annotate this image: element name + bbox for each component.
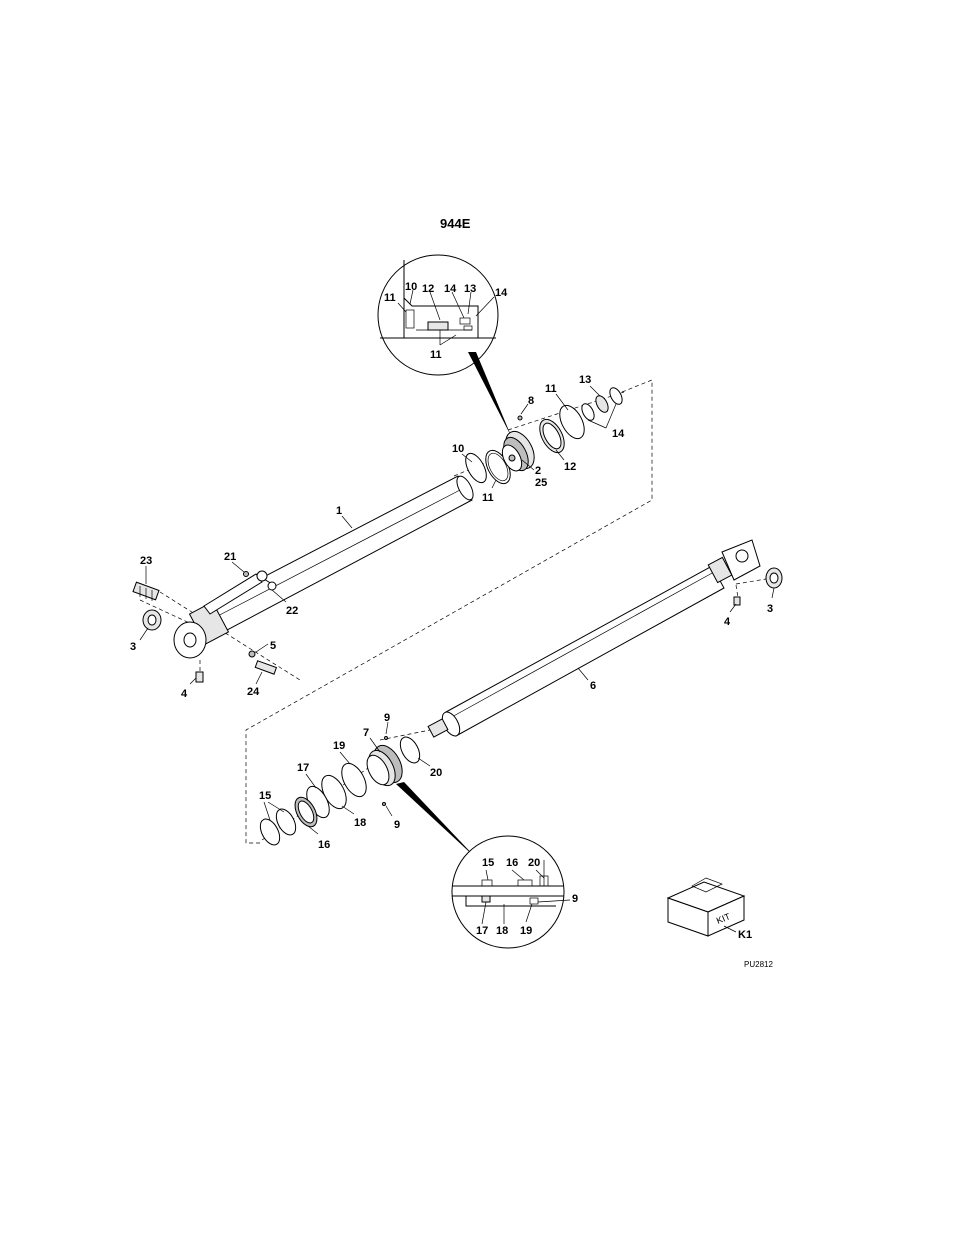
callout-14: 14 (612, 428, 625, 440)
detail-view-piston-seals: 11 10 12 14 13 14 11 (378, 255, 512, 438)
callout-4-right: 4 (724, 616, 731, 628)
callout-20: 20 (430, 767, 442, 779)
callout-detail-top-13: 13 (464, 283, 476, 295)
callout-11-lower: 11 (482, 492, 494, 504)
callout-9-bottom: 9 (394, 819, 400, 831)
callout-detail-bottom-19: 19 (520, 925, 532, 937)
piston-rod (428, 540, 760, 739)
callout-3-left: 3 (130, 641, 136, 653)
callout-9-top: 9 (384, 712, 390, 724)
plug-5 (249, 651, 255, 657)
callout-13: 13 (579, 374, 591, 386)
callout-15: 15 (259, 790, 271, 802)
callout-detail-top-12: 12 (422, 283, 434, 295)
callout-24: 24 (247, 686, 260, 698)
callout-4-left: 4 (181, 688, 188, 700)
callout-detail-top-14b: 14 (495, 287, 508, 299)
callout-1: 1 (336, 505, 342, 517)
callout-25: 25 (535, 477, 547, 489)
callout-detail-top-11b: 11 (430, 349, 442, 361)
callout-22: 22 (286, 605, 298, 617)
callout-detail-top-14a: 14 (444, 283, 457, 295)
callout-detail-bottom-17: 17 (476, 925, 488, 937)
callout-23: 23 (140, 555, 152, 567)
drawing-code: PU2812 (744, 960, 773, 969)
callout-17: 17 (297, 762, 309, 774)
callout-5: 5 (270, 640, 276, 652)
callout-detail-top-10: 10 (405, 281, 417, 293)
callout-10: 10 (452, 443, 464, 455)
callout-11-upper: 11 (545, 383, 557, 395)
callout-21: 21 (224, 551, 236, 563)
callout-16: 16 (318, 839, 330, 851)
callout-3-right: 3 (767, 603, 773, 615)
callout-detail-top-11a: 11 (384, 292, 396, 304)
callout-6: 6 (590, 680, 596, 692)
callout-19: 19 (333, 740, 345, 752)
cylinder-barrel (174, 474, 476, 658)
callout-detail-bottom-20: 20 (528, 857, 540, 869)
callout-18: 18 (354, 817, 366, 829)
callout-k1: K1 (738, 929, 752, 941)
grease-fitting-left (196, 672, 203, 682)
ring-14b (607, 386, 624, 407)
bushing-left (143, 610, 161, 630)
fitting-21 (244, 572, 249, 577)
detail-view-gland-seals: 15 16 20 9 17 18 19 (396, 782, 578, 948)
callout-detail-bottom-16: 16 (506, 857, 518, 869)
kit-box: KIT K1 (668, 878, 752, 941)
detail-pointer-top (468, 352, 512, 438)
callout-8: 8 (528, 395, 534, 407)
setscrew-8 (518, 416, 522, 420)
detail-pointer-bottom (396, 782, 478, 860)
grease-fitting-right (734, 597, 740, 605)
ring-13 (593, 394, 610, 415)
bushing-right (766, 568, 782, 588)
diagram-title: 944E (440, 216, 471, 231)
callout-detail-bottom-15: 15 (482, 857, 494, 869)
callout-7: 7 (363, 727, 369, 739)
fitting-23 (133, 582, 159, 601)
callout-detail-bottom-18: 18 (496, 925, 508, 937)
callout-2: 2 (535, 465, 541, 477)
callout-detail-bottom-9: 9 (572, 893, 578, 905)
callout-12: 12 (564, 461, 576, 473)
